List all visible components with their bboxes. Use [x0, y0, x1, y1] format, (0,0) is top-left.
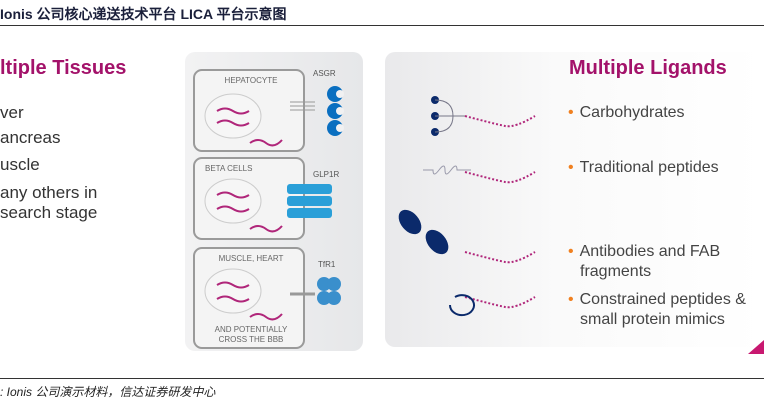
cell-nucleus-icon: [204, 268, 283, 321]
receptor-label: TfR1: [318, 260, 336, 269]
tissue-item: ver: [0, 103, 24, 122]
ligands-panel: [385, 52, 764, 347]
cells-panel: HEPATOCYTE ASGR BETA CELLS GLP1R MUSCLE,…: [185, 52, 363, 351]
tissue-item: ancreas: [0, 128, 61, 147]
cell-label: AND POTENTIALLY: [214, 325, 288, 334]
beta-cell: BETA CELLS: [193, 157, 305, 240]
bullet-icon: •: [568, 104, 574, 121]
source-note: : Ionis 公司演示材料，信达证券研发中心: [0, 385, 216, 399]
glp1r-receptor-icon: [287, 184, 332, 218]
asgr-receptor-icon: [290, 86, 344, 136]
tissue-item: uscle: [0, 155, 40, 174]
cell-label: MUSCLE, HEART: [218, 254, 284, 263]
bullet-icon: •: [568, 291, 574, 308]
cell-label: BETA CELLS: [205, 164, 253, 173]
cell-nucleus-icon: [204, 93, 283, 147]
figure-title: Ionis 公司核心递送技术平台 LICA 平台示意图: [0, 6, 287, 22]
ligand-item: •Constrained peptides &small protein mim…: [568, 291, 746, 328]
title-rule: [0, 25, 764, 26]
cell-nucleus-icon: [204, 178, 283, 233]
tissues-heading: ltiple Tissues: [0, 57, 127, 79]
footer-rule: [0, 378, 764, 379]
bullet-icon: •: [568, 243, 574, 260]
receptor-label: ASGR: [313, 69, 336, 78]
ligand-conjugate-icons: [398, 96, 536, 317]
receptor-label: GLP1R: [313, 170, 340, 179]
ligand-item: •Traditional peptides: [568, 159, 719, 176]
hepatocyte-cell: HEPATOCYTE: [193, 69, 305, 152]
cell-label: CROSS THE BBB: [218, 335, 284, 344]
ligands-heading: Multiple Ligands: [569, 57, 727, 79]
corner-accent-icon: [748, 340, 764, 354]
tfr1-receptor-icon: [290, 277, 341, 305]
tissue-item: search stage: [0, 203, 98, 222]
tissue-item: any others in: [0, 183, 98, 202]
ligand-item: •Carbohydrates: [568, 104, 685, 121]
bullet-icon: •: [568, 159, 574, 176]
cell-label: HEPATOCYTE: [224, 76, 278, 85]
muscle-heart-cell: MUSCLE, HEART AND POTENTIALLY CROSS THE …: [193, 247, 305, 349]
